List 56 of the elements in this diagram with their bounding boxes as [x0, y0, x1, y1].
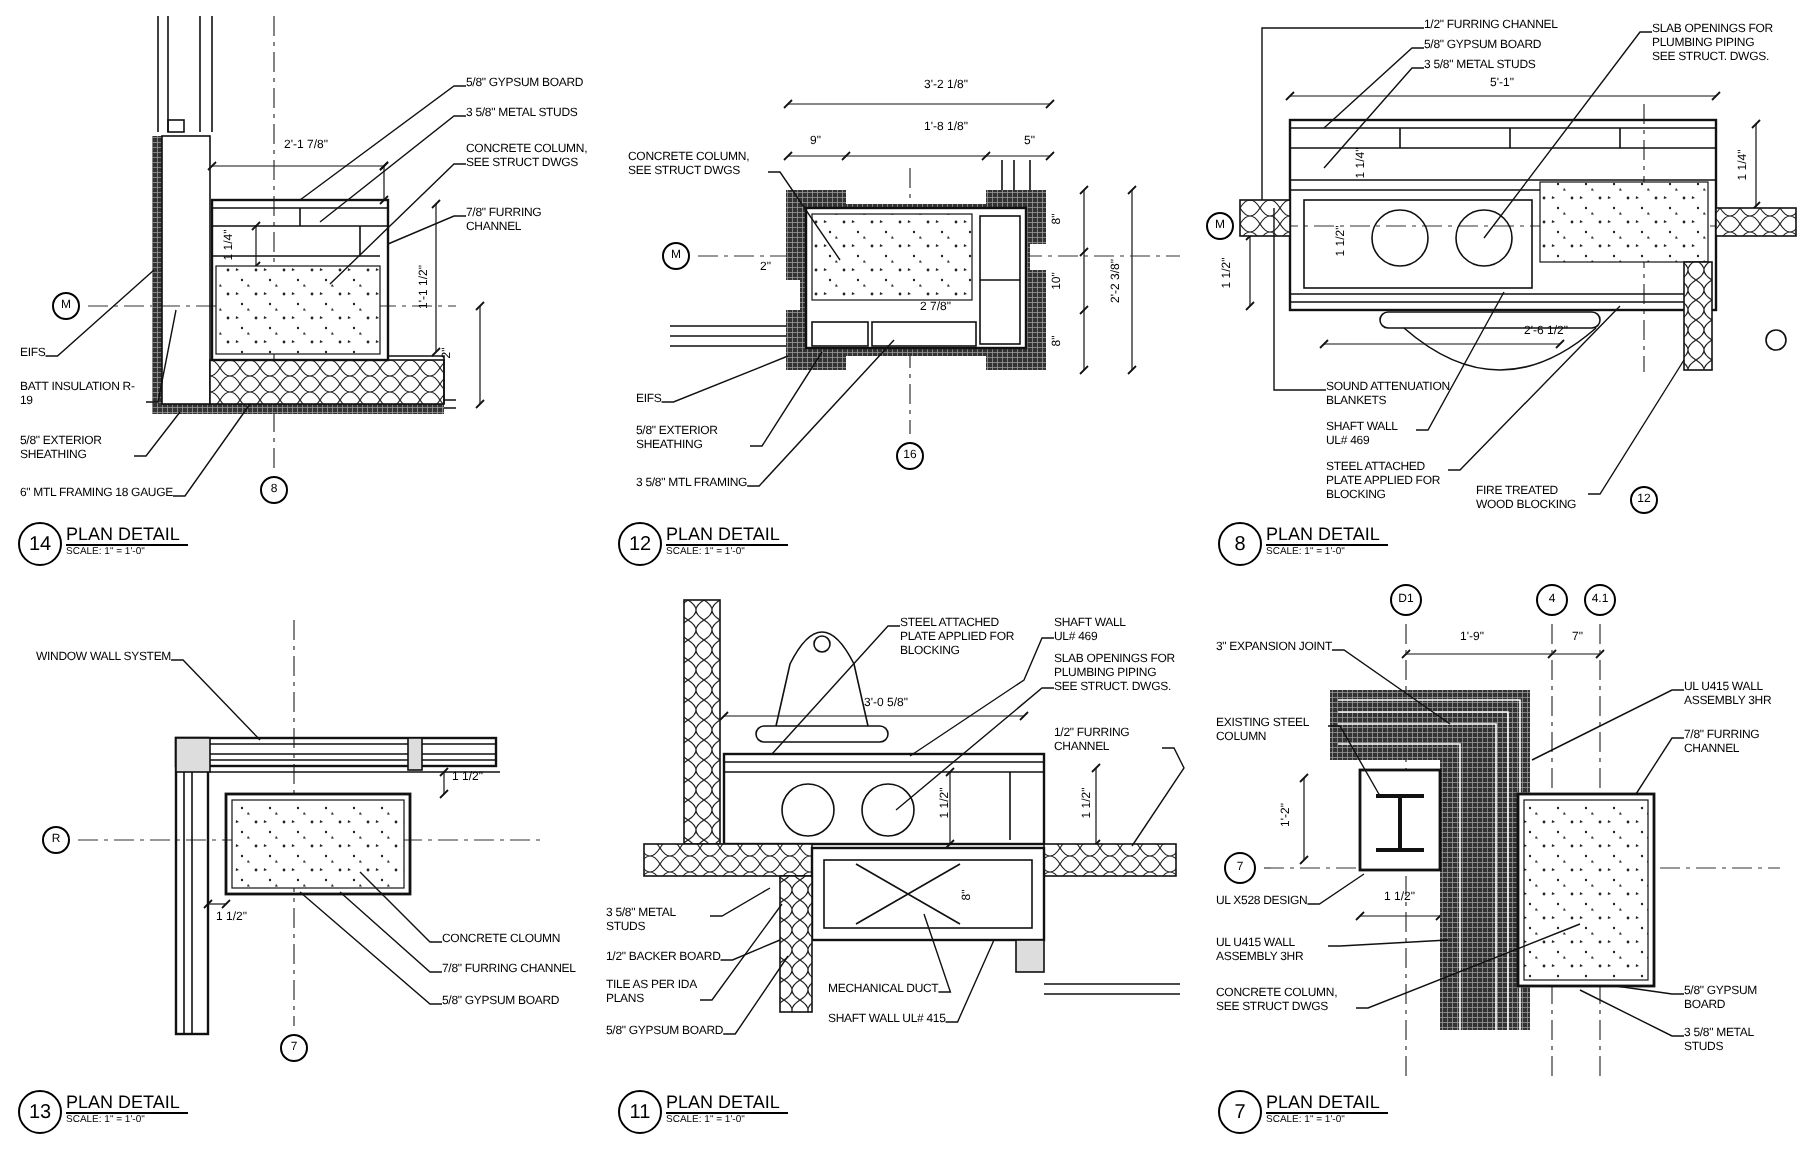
detail-number-bubble: 13	[18, 1090, 62, 1134]
leader-line	[1306, 873, 1365, 905]
leader-line	[44, 269, 155, 357]
leader-line	[1273, 207, 1327, 391]
leader-line	[771, 625, 901, 755]
leader-line	[709, 887, 771, 917]
leader-line	[1483, 31, 1653, 239]
leader-line	[170, 659, 261, 741]
detail-title: PLAN DETAIL	[666, 524, 788, 546]
detail-title: PLAN DETAIL	[666, 1092, 788, 1114]
leader-line	[1331, 649, 1451, 725]
leader-line	[299, 891, 443, 1005]
leader-line	[699, 903, 783, 1001]
leader-line	[172, 403, 251, 497]
detail-title: PLAN DETAIL	[66, 1092, 188, 1114]
detail-number-bubble: 11	[618, 1090, 662, 1134]
leader-line	[719, 939, 781, 961]
leader-line	[1327, 939, 1449, 947]
leader-line	[746, 339, 895, 487]
leader-line	[1615, 985, 1685, 995]
leader-line	[1355, 923, 1581, 1009]
leader-line	[359, 871, 443, 943]
leader-line	[923, 913, 952, 993]
leader-line	[1635, 737, 1685, 795]
detail-title: PLAN DETAIL	[1266, 524, 1388, 546]
leader-line	[895, 687, 1055, 811]
leader-line	[749, 351, 823, 447]
leader-line	[1415, 291, 1505, 431]
detail-number-bubble: 8	[1218, 522, 1262, 566]
leader-line	[1587, 359, 1685, 495]
leader-line	[1447, 305, 1621, 471]
leader-line	[1261, 27, 1425, 201]
leader-line	[387, 215, 467, 245]
leader-line	[339, 891, 443, 973]
detail-number-bubble: 14	[18, 522, 62, 566]
leader-line	[1323, 67, 1425, 169]
leader-line	[767, 171, 841, 261]
leader-line	[944, 939, 995, 1023]
detail-number-bubble: 12	[618, 522, 662, 566]
plan-detail-drawing	[1239, 103, 1797, 373]
leader-line	[1327, 725, 1381, 797]
leader-line	[1579, 989, 1685, 1037]
leader-line	[660, 355, 789, 403]
detail-title: PLAN DETAIL	[1266, 1092, 1388, 1114]
leader-line	[1131, 747, 1185, 847]
leader-line	[1323, 47, 1425, 129]
leader-line	[133, 411, 181, 457]
leader-line	[1531, 689, 1685, 761]
leader-line	[145, 309, 177, 403]
detail-number-bubble: 7	[1218, 1090, 1262, 1134]
leader-line	[319, 115, 467, 223]
detail-title: PLAN DETAIL	[66, 524, 188, 546]
leader-line	[299, 85, 467, 201]
leader-line	[909, 637, 1055, 757]
leader-line	[722, 955, 789, 1035]
leader-line	[329, 163, 467, 285]
